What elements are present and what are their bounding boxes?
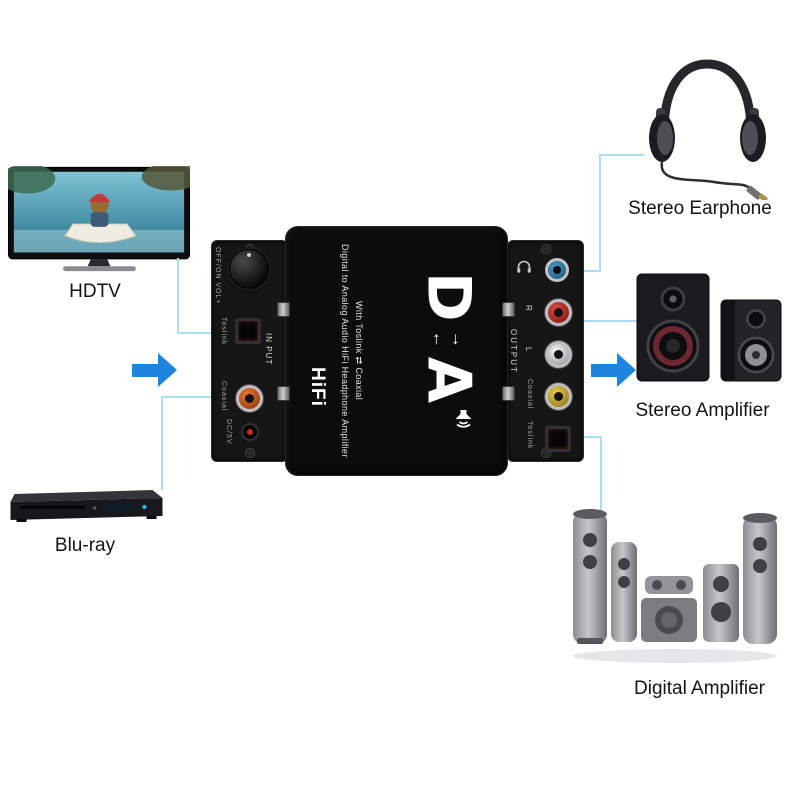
wire-output-to-amplifier [581,436,602,518]
digital-amplifier-label: Digital Amplifier [634,678,765,699]
stereo-amplifier-label: Stereo Amplifier [635,400,770,421]
coaxial-output-jack [545,383,572,410]
dac-converter-device: OFF/ON VOL+ Toslink IN PUT Coaxial DC/5V… [205,226,585,476]
bluray-player-image [10,490,163,522]
input-panel: OFF/ON VOL+ Toslink IN PUT Coaxial DC/5V [211,240,288,462]
toslink-input-label: Toslink [220,317,227,346]
standoff-post [502,302,515,317]
rca-right-output-jack [545,299,572,326]
wire-bluray-to-input [161,396,243,490]
input-label: IN PUT [264,333,273,366]
hdtv-label: HDTV [69,281,121,302]
da-logo: D → ← A [397,239,501,463]
device-body: HiFi Digital to Analog Audio HiFi Headph… [285,226,508,476]
headphone-icon [517,260,531,273]
description-line-1: Digital to Analog Audio HiFi Headphone A… [340,244,350,458]
flow-arrow-input [132,353,177,387]
logo-letter-a: A [414,356,484,404]
hdtv-image [8,166,190,272]
rca-left-output-jack [545,341,572,368]
output-label: OUTPUT [509,329,518,374]
coaxial-input-label: Coaxial [220,381,227,412]
wire-hdtv-to-input [177,258,241,334]
headphones-image [649,59,768,200]
speaker-icon [456,410,472,428]
bluray-label: Blu-ray [54,535,116,556]
wire-output-to-earphone-vertical [570,154,601,272]
standoff-post [277,386,290,401]
dc-power-port [241,423,259,441]
device-description: Digital to Analog Audio HiFi Headphone A… [336,239,368,463]
logo-letter-d: D [414,271,484,322]
flow-arrow-output [591,353,636,387]
headphone-output-jack [545,258,569,282]
hifi-label: HiFi [307,367,328,407]
coaxial-input-port [236,385,263,412]
bookshelf-speakers-image [636,273,782,382]
screw-icon [541,244,551,254]
stereo-earphone-label: Stereo Earphone [628,198,772,219]
home-theater-image [573,509,777,663]
toslink-output-port [545,426,571,452]
output-panel: R L OUTPUT Coaxial Toslink [507,240,584,462]
wire-output-to-speakers [583,320,639,324]
wire-output-to-earphone-horizontal [599,154,644,158]
standoff-post [277,302,290,317]
standoff-post [502,386,515,401]
dc-power-label: DC/5V [225,419,232,445]
toslink-output-label: Toslink [526,421,533,450]
rca-left-label: L [524,347,533,353]
rca-right-label: R [524,305,533,312]
screw-icon [245,448,255,458]
power-volume-label: OFF/ON VOL+ [214,247,221,305]
coaxial-output-label: Coaxial [526,379,533,410]
swap-arrows-icon: → ← [430,330,468,348]
toslink-input-port [235,318,261,344]
volume-knob [229,249,269,289]
description-line-2: With Toslink ⇄ Coaxial [354,301,364,401]
